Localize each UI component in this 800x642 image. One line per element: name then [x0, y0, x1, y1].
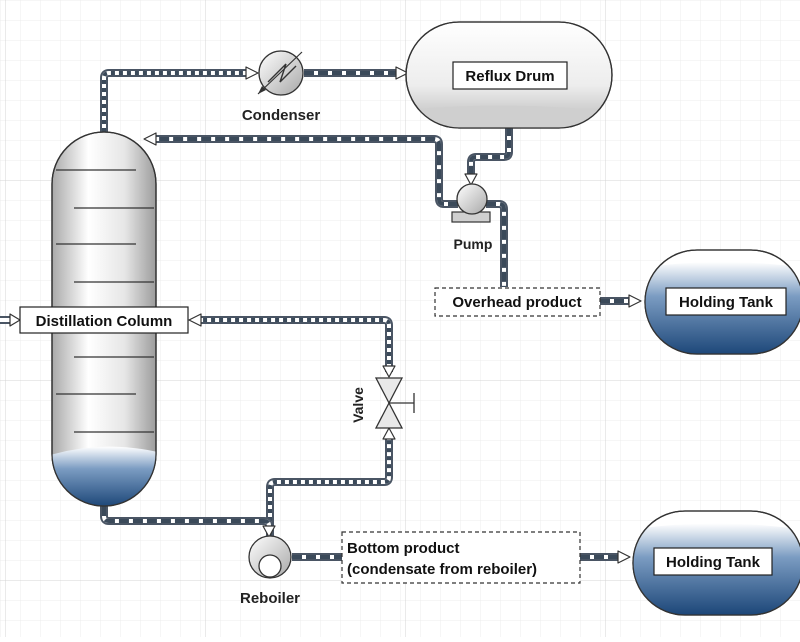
- holding-tank-bottom-label-box: [653, 547, 773, 576]
- pipe-column-to-condenser: [100, 66, 259, 132]
- bottom-product-label-line1: Bottom product: [347, 540, 459, 557]
- reboiler[interactable]: [248, 535, 292, 579]
- pipe-feed-in: [0, 313, 21, 327]
- overhead-product-box: [434, 287, 601, 317]
- pipe-drum-to-pump: [464, 128, 513, 186]
- valve-label: Valve: [350, 387, 366, 423]
- reboiler-label: Reboiler: [240, 590, 300, 607]
- distillation-column-label: Distillation Column: [36, 313, 173, 330]
- reflux-drum-label-box: [452, 61, 568, 90]
- holding-tank-bottom-label: Holding Tank: [666, 554, 761, 571]
- condenser-coil-icon: [267, 63, 297, 83]
- column-trays: [56, 169, 154, 433]
- overhead-product-label: Overhead product: [452, 294, 581, 311]
- bottom-product-label-line2: (condensate from reboiler): [347, 561, 537, 578]
- pump-label: Pump: [454, 236, 493, 252]
- pipe-pump-to-overhead: [486, 200, 508, 287]
- pipe-condenser-to-drum: [304, 66, 409, 80]
- pump[interactable]: [451, 183, 491, 223]
- pipe-pump-to-column-reflux: [143, 132, 458, 208]
- pipe-overhead-to-tank: [600, 294, 642, 308]
- condenser[interactable]: [257, 50, 304, 96]
- reflux-drum-label: Reflux Drum: [465, 68, 554, 85]
- pipe-column-to-reboiler: [100, 506, 276, 538]
- condenser-label: Condenser: [242, 107, 321, 124]
- pipe-bottom-product-to-tank: [580, 550, 631, 564]
- valve[interactable]: [374, 377, 415, 429]
- pipe-reboiler-to-valve: [266, 427, 396, 537]
- holding-tank-top-label: Holding Tank: [679, 294, 774, 311]
- pipe-valve-to-column: [188, 313, 396, 378]
- bottom-product-box: [341, 531, 581, 584]
- holding-tank-top-label-box: [665, 287, 787, 316]
- distillation-column-label-box: [19, 306, 189, 334]
